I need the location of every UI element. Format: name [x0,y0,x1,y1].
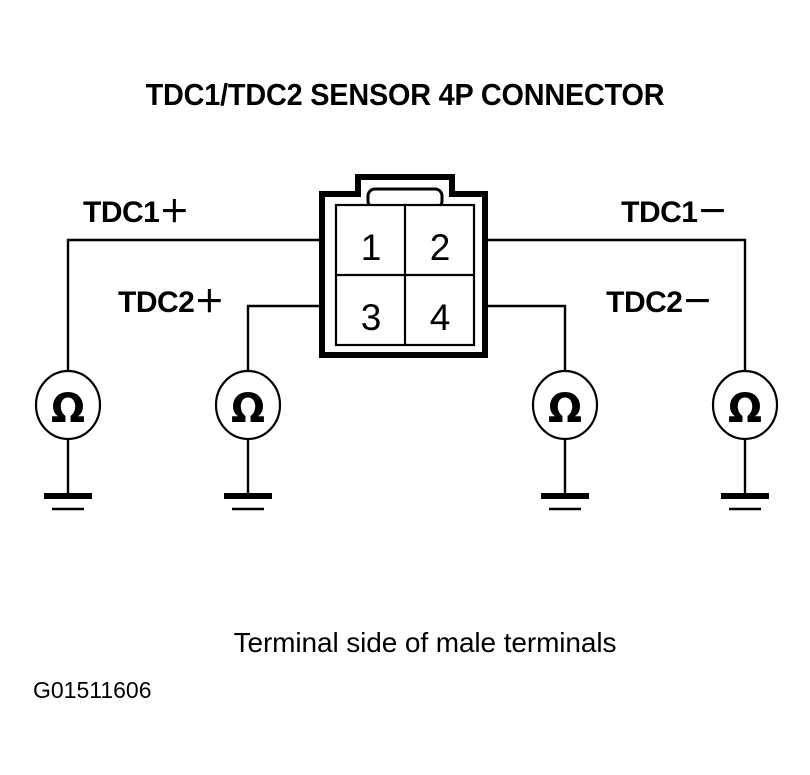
terminal-number-3: 3 [361,297,382,338]
wire-harness [66,238,747,372]
figure-id-code: G01511606 [33,677,152,703]
diagram-title: TDC1/TDC2 SENSOR 4P CONNECTOR [146,78,665,112]
terminal-number-2: 2 [430,227,451,268]
connector-body: 1 2 3 4 [319,174,488,358]
wire-label-tdc1-positive: TDC1＋ [83,196,189,229]
wire-tdc2-positive [246,304,336,372]
wire-label-tdc1-negative: TDC1－ [621,196,727,229]
ohm-symbol: Ω [231,386,265,432]
terminal-number-1: 1 [361,227,382,268]
wire-label-tdc2-positive: TDC2＋ [118,286,224,319]
ohmmeter-4: Ω [711,369,779,511]
ohm-symbol: Ω [548,386,582,432]
wire-label-tdc2-negative: TDC2－ [606,286,712,319]
wire-tdc1-negative [473,238,747,372]
wire-tdc2-negative [473,304,567,372]
ohm-symbol: Ω [728,386,762,432]
terminal-number-4: 4 [430,297,451,338]
ohmmeter-1: Ω [34,369,102,511]
wire-tdc1-positive [66,238,336,372]
ohm-symbol: Ω [51,386,85,432]
ohmmeter-2: Ω [214,369,282,511]
figure-caption: Terminal side of male terminals [234,627,617,658]
ohmmeter-3: Ω [531,369,599,511]
